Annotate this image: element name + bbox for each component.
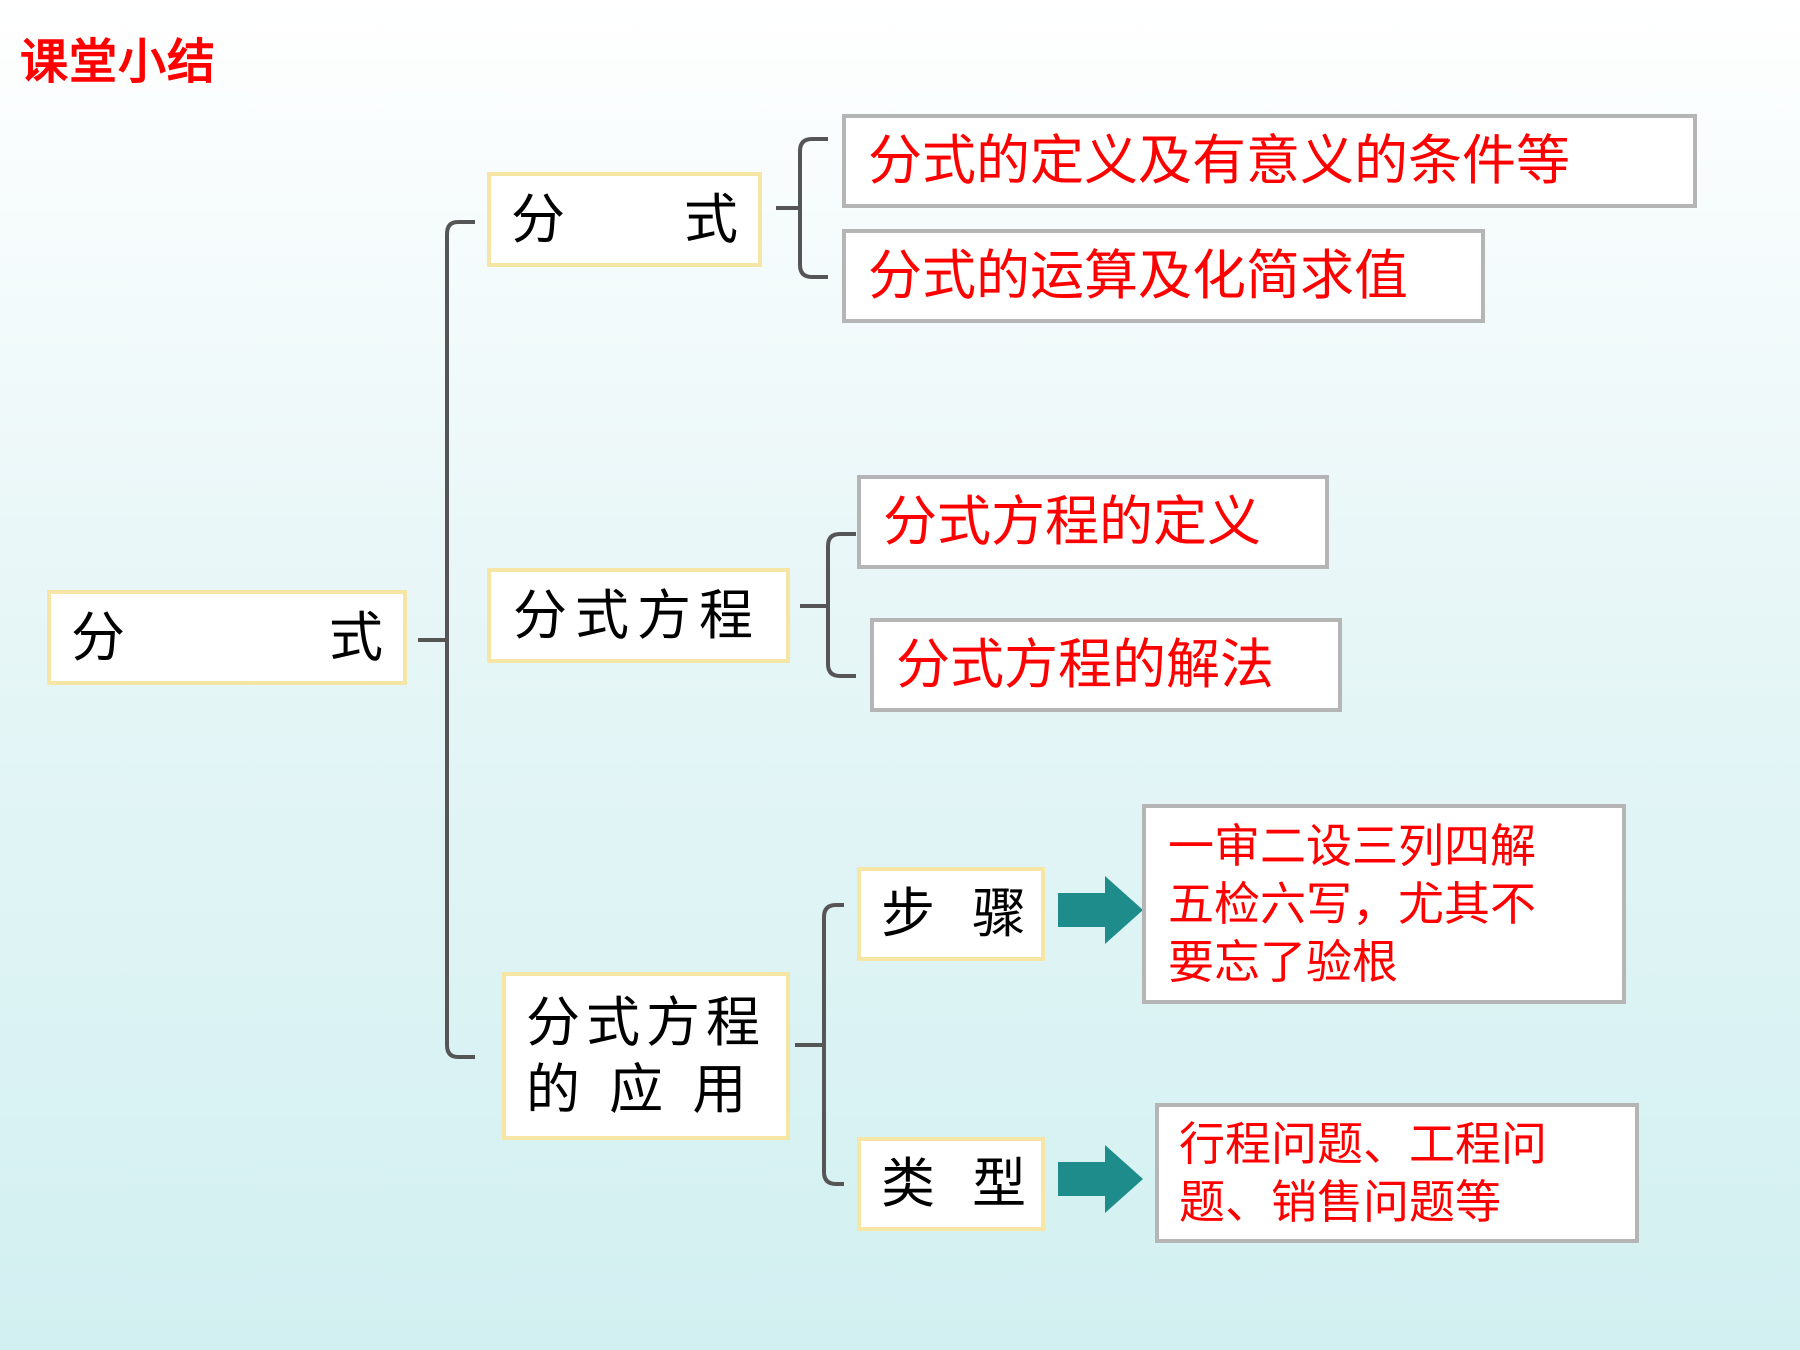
branch-fenshi-label-right: 式 — [684, 187, 738, 251]
yingyong-bracket — [822, 903, 844, 1186]
steps-detail-line: 五检六写，尤其不 — [1168, 877, 1536, 931]
steps-detail-line: 要忘了验根 — [1168, 935, 1398, 989]
types-arrow-icon — [1058, 1145, 1143, 1213]
branch-yingyong: 分式方程 的 应 用 — [502, 972, 790, 1140]
fangcheng-item-solution: 分式方程的解法 — [870, 618, 1342, 712]
branch-fenshi-label-left: 分 — [511, 187, 565, 251]
types-detail: 行程问题、工程问 题、销售问题等 — [1155, 1103, 1639, 1243]
types-node: 类 型 — [857, 1137, 1045, 1231]
root-node: 分 式 — [47, 590, 407, 685]
branch-yingyong-line1: 分式方程 — [526, 990, 766, 1054]
root-label-left: 分 — [71, 605, 125, 669]
fenshi-item-definition: 分式的定义及有意义的条件等 — [842, 114, 1697, 208]
page-title: 课堂小结 — [20, 34, 217, 90]
fangcheng-bracket — [826, 532, 856, 678]
fangcheng-item-definition: 分式方程的定义 — [857, 475, 1329, 569]
types-detail-line: 行程问题、工程问 — [1179, 1117, 1547, 1171]
types-detail-line: 题、销售问题等 — [1179, 1175, 1501, 1229]
main-bracket — [445, 220, 475, 1059]
root-label-right: 式 — [329, 605, 383, 669]
branch-yingyong-line2: 的 应 用 — [526, 1058, 753, 1121]
branch-fangcheng: 分式方程 — [487, 568, 790, 663]
fenshi-bracket — [798, 137, 828, 279]
steps-detail-line: 一审二设三列四解 — [1168, 819, 1536, 873]
steps-node: 步 骤 — [857, 867, 1045, 961]
steps-detail: 一审二设三列四解 五检六写，尤其不 要忘了验根 — [1142, 804, 1626, 1004]
steps-arrow-icon — [1058, 876, 1143, 944]
branch-fenshi: 分 式 — [487, 172, 762, 267]
fenshi-item-operations: 分式的运算及化简求值 — [842, 229, 1485, 323]
